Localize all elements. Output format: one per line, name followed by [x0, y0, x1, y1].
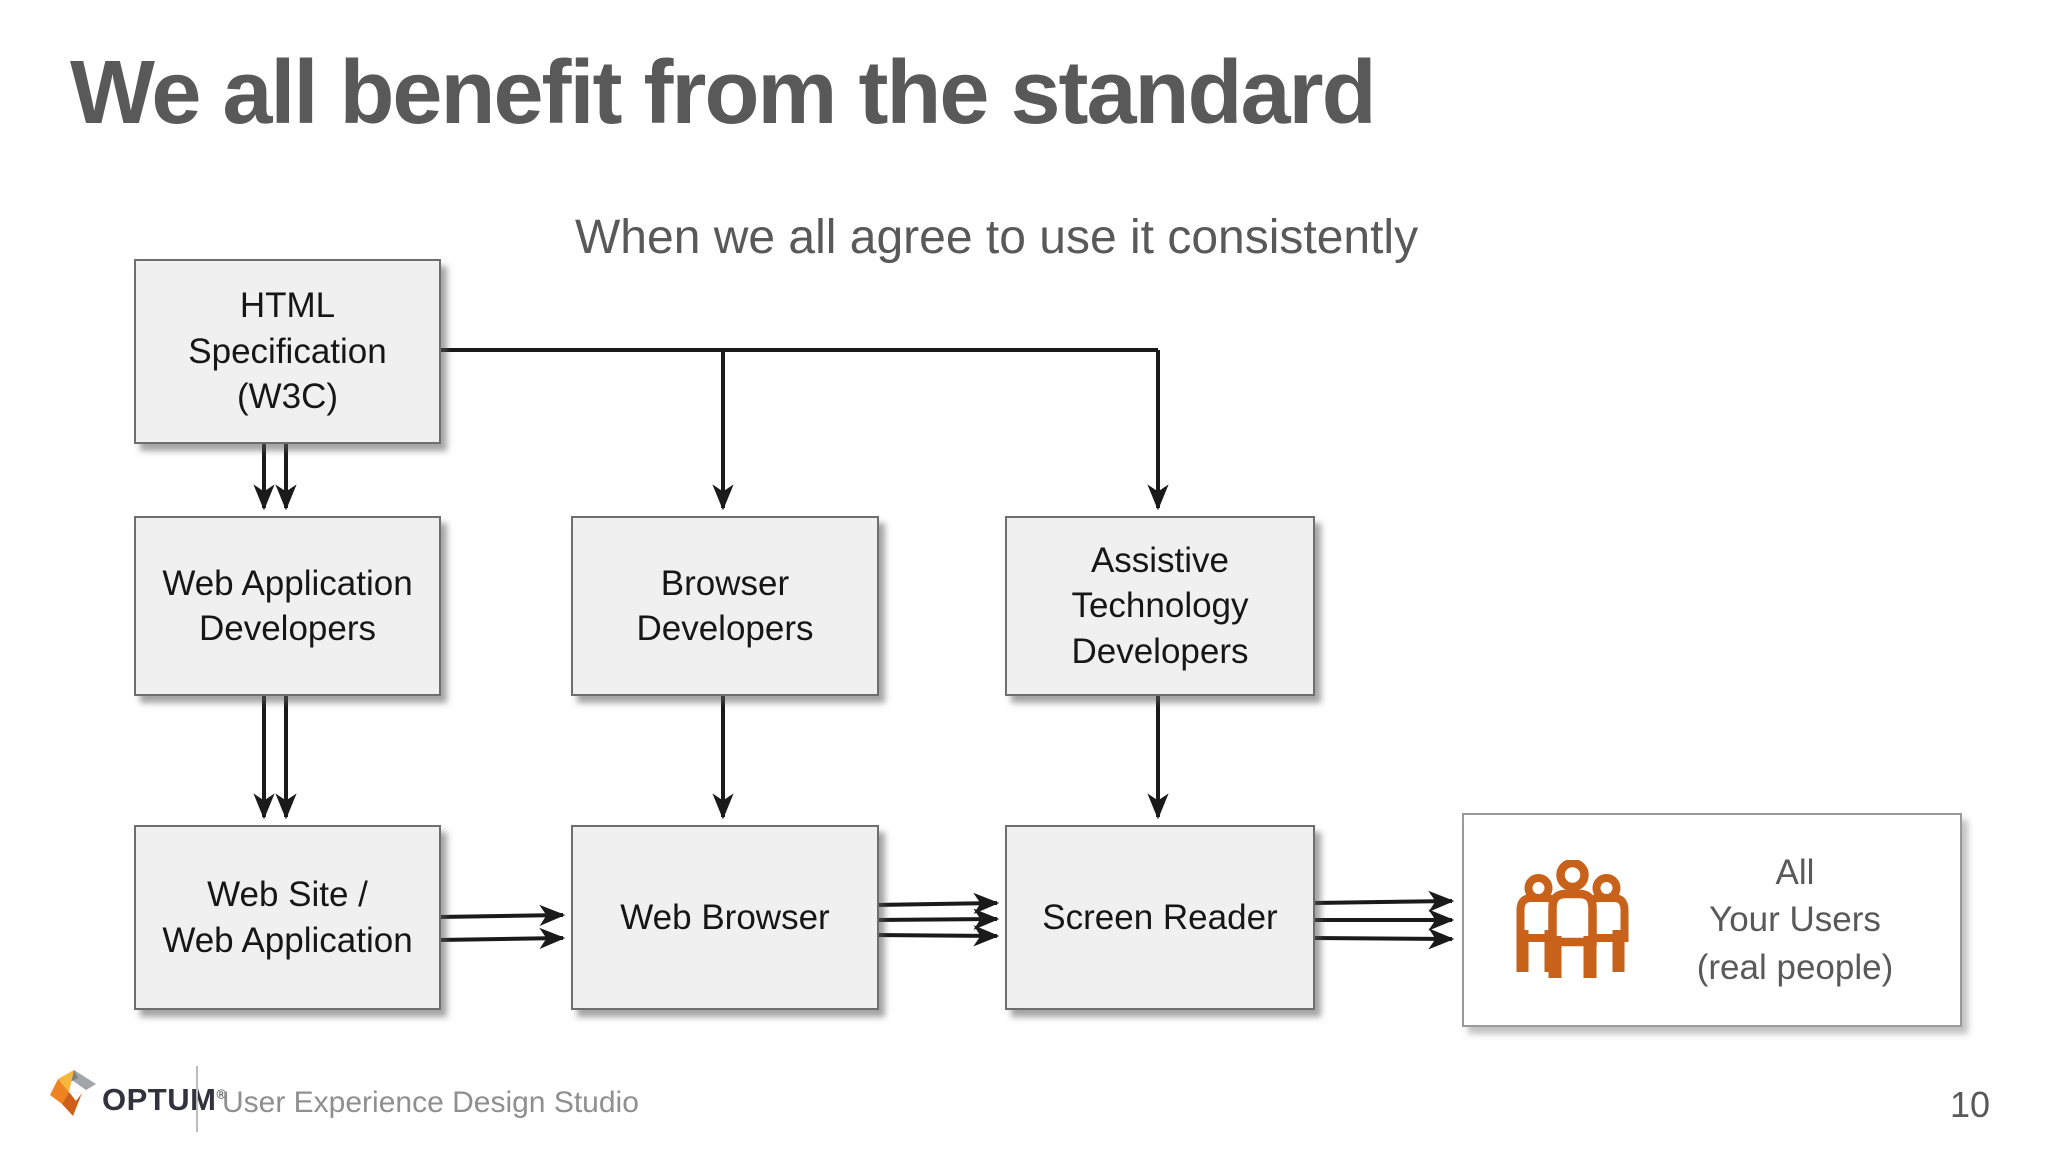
registered-mark: ® [216, 1086, 227, 1102]
box-html-specification: HTML Specification (W3C) [134, 259, 441, 444]
arrow-website-to-webbrowser [438, 904, 566, 950]
box-all-your-users: All Your Users (real people) [1462, 813, 1962, 1027]
box-web-browser: Web Browser [571, 825, 879, 1010]
arrow-webappdev-to-website [253, 694, 297, 820]
users-label: All Your Users (real people) [1696, 853, 1894, 987]
box-label: Browser Developers [636, 563, 814, 649]
box-screen-reader: Screen Reader [1005, 825, 1315, 1010]
page-number: 10 [1949, 1084, 1991, 1125]
footer-studio-text: User Experience Design Studio [222, 1086, 639, 1119]
box-label: Web Site / Web Application [162, 875, 413, 960]
slide-subtitle: When we all agree to use it consistently [575, 211, 1419, 264]
optum-logo-icon [50, 1070, 96, 1116]
arrow-htmlspec-to-webappdev [253, 442, 297, 511]
users-icon [1516, 860, 1629, 978]
box-label: Web Browser [620, 897, 830, 937]
box-label: HTML Specification (W3C) [188, 286, 387, 417]
box-browser-developers: Browser Developers [571, 516, 879, 696]
arrow-htmlspec-branch [437, 348, 1169, 511]
box-label: Screen Reader [1042, 897, 1278, 937]
page-title: We all benefit from the standard [70, 43, 1377, 143]
box-web-site-web-application: Web Site / Web Application [134, 825, 441, 1010]
box-label: Assistive Technology Developers [1071, 540, 1249, 671]
box-web-application-developers: Web Application Developers [134, 516, 441, 696]
arrow-screenreader-to-users [1312, 890, 1455, 950]
arrow-webbrowser-to-screenreader [876, 892, 1000, 947]
optum-wordmark: OPTUM® [102, 1082, 227, 1118]
box-label: Web Application Developers [162, 563, 413, 649]
footer-divider [196, 1066, 198, 1132]
box-assistive-technology-developers: Assistive Technology Developers [1005, 516, 1315, 696]
brand-text: OPTUM [102, 1082, 217, 1117]
